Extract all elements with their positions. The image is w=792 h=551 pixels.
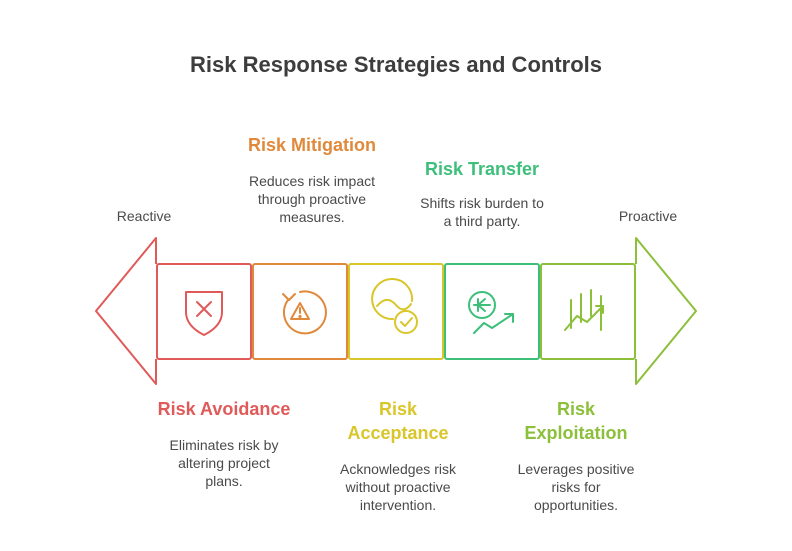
growth-chart-icon [564, 289, 604, 331]
description-risk-transfer: Shifts risk burden to a third party. [420, 195, 544, 229]
description-risk-mitigation: Reduces risk impact through proactive me… [248, 173, 376, 225]
reactive-label: Reactive [116, 208, 172, 224]
shield-x-icon [185, 291, 223, 336]
check-wave-icon [371, 278, 418, 334]
segment-risk-acceptance [348, 263, 444, 360]
heading-risk-acceptance: Risk Acceptance [347, 399, 449, 443]
description-risk-exploitation: Leverages positive risks for opportuniti… [517, 461, 635, 513]
heading-risk-mitigation: Risk Mitigation [247, 135, 376, 155]
right-arrowhead [635, 237, 697, 385]
segment-risk-mitigation [252, 263, 348, 360]
heading-risk-exploitation: Risk Exploitation [524, 399, 628, 443]
segment-risk-exploitation [540, 263, 636, 360]
segment-risk-transfer [444, 263, 540, 360]
page-title: Risk Response Strategies and Controls [190, 52, 602, 77]
description-risk-acceptance: Acknowledges risk without proactive inte… [340, 461, 456, 513]
heading-risk-transfer: Risk Transfer [424, 159, 540, 179]
description-risk-avoidance: Eliminates risk by altering project plan… [169, 437, 279, 489]
segment-risk-avoidance [156, 263, 252, 360]
left-arrowhead [95, 237, 157, 385]
heading-risk-avoidance: Risk Avoidance [157, 399, 291, 419]
warning-refresh-icon [282, 290, 327, 335]
transfer-arrow-icon [468, 291, 514, 334]
proactive-label: Proactive [618, 208, 678, 224]
